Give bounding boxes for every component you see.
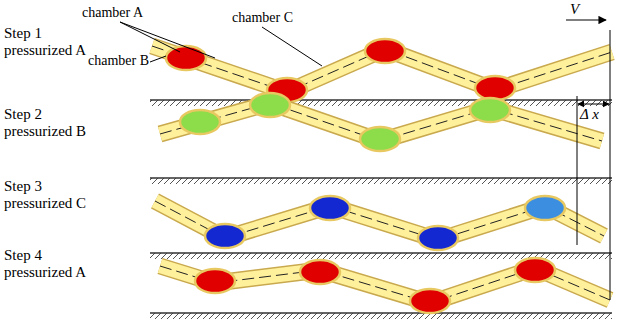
pressurized-chamber bbox=[360, 127, 400, 151]
pressurized-chamber bbox=[515, 258, 555, 282]
pressurized-chamber bbox=[205, 224, 245, 248]
pressurized-chamber bbox=[166, 46, 206, 70]
pressurized-chamber bbox=[525, 196, 565, 220]
leader-line bbox=[150, 56, 166, 62]
ground-line bbox=[150, 312, 612, 314]
pressurized-chamber bbox=[475, 76, 515, 100]
part-label: chamber A bbox=[82, 4, 143, 21]
pressurized-chamber bbox=[418, 226, 458, 250]
leader-line bbox=[120, 22, 180, 52]
reference-line bbox=[610, 30, 611, 300]
step-label: Step 2 bbox=[4, 106, 42, 123]
reference-line bbox=[577, 96, 578, 245]
ground-line bbox=[150, 252, 612, 254]
step-label: Step 4 bbox=[4, 247, 42, 264]
ground-hatch bbox=[150, 178, 612, 184]
ground-line bbox=[150, 99, 612, 101]
leader-line bbox=[120, 22, 215, 58]
pressurized-chamber bbox=[300, 260, 340, 284]
step-label: Step 3 bbox=[4, 178, 42, 195]
displacement-arrow bbox=[578, 104, 609, 105]
step-label: Step 1 bbox=[4, 25, 42, 42]
pressurized-chamber bbox=[365, 39, 405, 63]
ground-line bbox=[150, 177, 612, 179]
pressurized-chamber bbox=[310, 196, 350, 220]
step-label: pressurized C bbox=[4, 195, 86, 212]
velocity-arrow bbox=[566, 19, 606, 20]
ground-hatch bbox=[150, 313, 612, 319]
pressurized-chamber bbox=[180, 110, 220, 134]
pressurized-chamber bbox=[410, 289, 450, 313]
pressurized-chamber bbox=[470, 98, 510, 122]
pressurized-chamber bbox=[195, 269, 235, 293]
pressurized-chamber bbox=[250, 93, 290, 117]
ground-hatch bbox=[150, 100, 612, 106]
step-label: pressurized A bbox=[4, 264, 86, 281]
displacement-label: Δ x bbox=[580, 106, 599, 123]
part-label: chamber B bbox=[88, 52, 149, 69]
part-label: chamber C bbox=[232, 9, 293, 26]
leader-line bbox=[262, 27, 322, 66]
step-label: pressurized B bbox=[4, 123, 86, 140]
velocity-label: V bbox=[570, 1, 579, 18]
step-label: pressurized A bbox=[4, 42, 86, 59]
